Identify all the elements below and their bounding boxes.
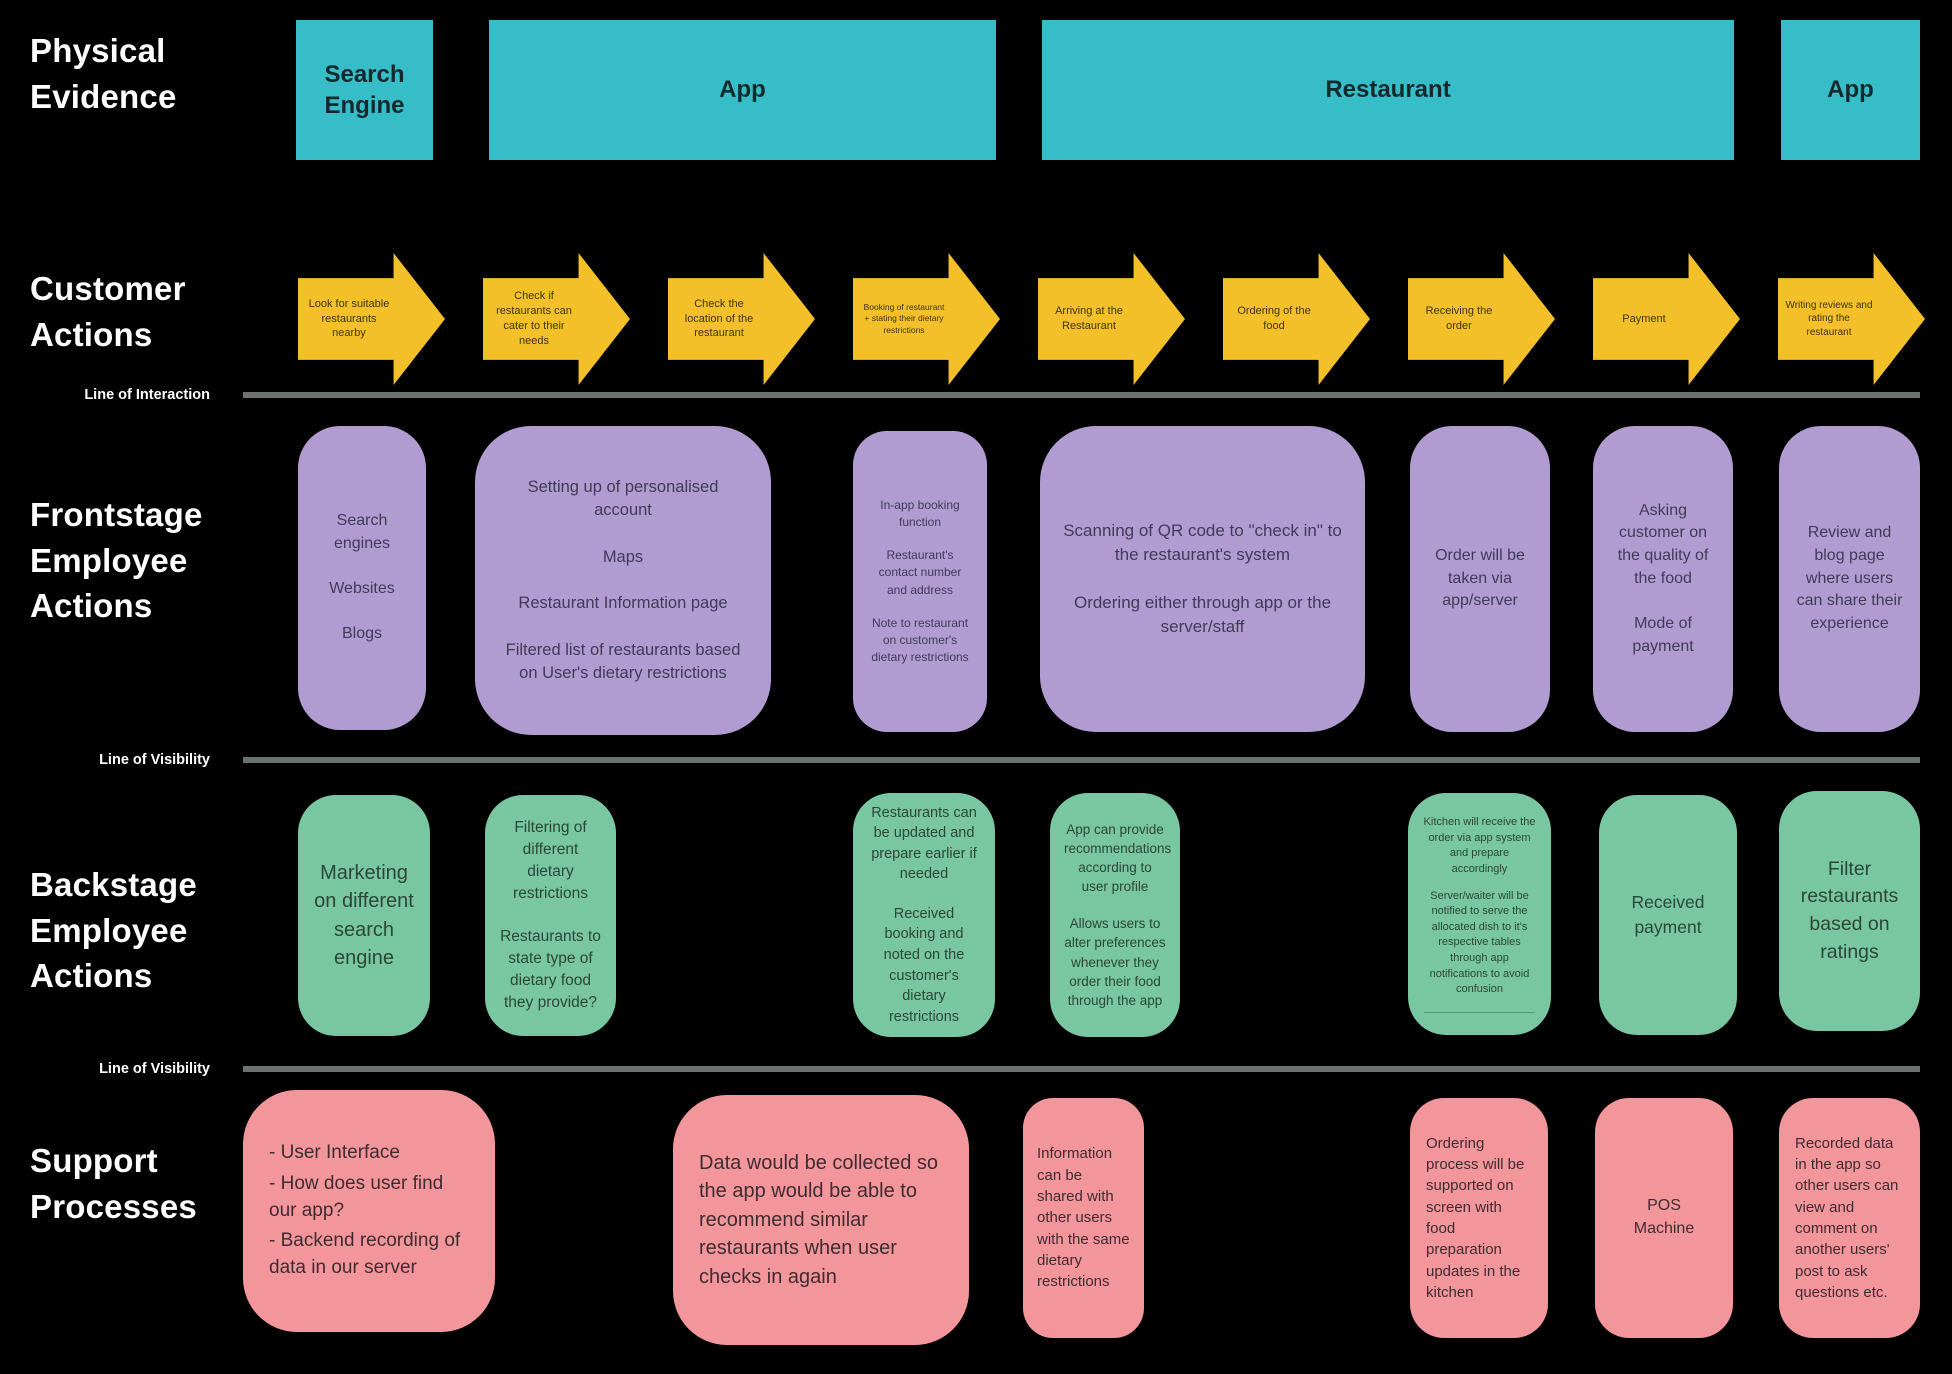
backstage-box-received-payment: Received payment (1599, 795, 1737, 1035)
customer-action-arrow-booking: Booking of restaurant + stating their di… (853, 253, 1000, 385)
box-paragraph: Restaurant Information page (518, 594, 728, 613)
customer-action-arrow-ordering: Ordering of the food (1223, 253, 1370, 385)
box-paragraph: Review and blog page where users can sha… (1796, 524, 1903, 633)
support-box-recorded-data: Recorded data in the app so other users … (1779, 1098, 1920, 1338)
box-paragraph: Filtered list of restaurants based on Us… (505, 640, 741, 682)
backstage-box-restaurants-updated: Restaurants can be updated and prepare e… (853, 793, 995, 1037)
box-paragraph: Filter restaurants based on ratings (1800, 857, 1899, 963)
support-box-ordering-screen: Ordering process will be supported on sc… (1410, 1098, 1548, 1338)
box-paragraph: Scanning of QR code to "check in" to the… (1063, 520, 1342, 564)
box-paragraph: Received payment (1631, 892, 1705, 937)
support-box-data-collected: Data would be collected so the app would… (673, 1095, 969, 1345)
frontstage-box-search-engines: Search engines Websites Blogs (298, 426, 426, 730)
frontstage-box-review-blog: Review and blog page where users can sha… (1779, 426, 1920, 732)
support-box-pos-machine: POS Machine (1595, 1098, 1733, 1338)
line-of-visibility-2 (243, 1066, 1920, 1072)
customer-action-arrow-look-for-restaurants: Look for suitable restaurants nearby (298, 253, 445, 385)
box-paragraph: Restaurants to state type of dietary foo… (500, 927, 601, 1011)
box-paragraph: Restaurants can be updated and prepare e… (871, 804, 977, 883)
support-box-information-shared: Information can be shared with other use… (1023, 1098, 1144, 1338)
box-paragraph: Marketing on different search engine (314, 861, 414, 969)
box-paragraph: Kitchen will receive the order via app s… (1423, 816, 1536, 875)
box-paragraph: Maps (602, 547, 644, 566)
box-paragraph: Data would be collected so the app would… (699, 1152, 939, 1288)
box-paragraph: Recorded data in the app so other users … (1795, 1134, 1899, 1301)
customer-action-arrow-arriving: Arriving at the Restaurant (1038, 253, 1185, 385)
box-paragraph: - Backend recording of data in our serve… (269, 1229, 461, 1278)
backstage-box-kitchen-order: Kitchen will receive the order via app s… (1408, 793, 1551, 1035)
backstage-box-marketing: Marketing on different search engine (298, 795, 430, 1036)
row-label-physical-evidence: Physical Evidence (30, 32, 177, 115)
row-label-support: Support Processes (30, 1142, 197, 1225)
box-paragraph: Received booking and noted on the custom… (883, 905, 965, 1025)
physical-evidence-search-engine: Search Engine (296, 20, 433, 160)
box-paragraph: Server/waiter will be notified to serve … (1429, 889, 1530, 996)
box-paragraph: Order will be taken via app/server (1435, 546, 1525, 610)
line-of-visibility-1-label: Line of Visibility (99, 752, 210, 768)
customer-action-arrow-check-cater-needs: Check if restaurants can cater to their … (483, 253, 630, 385)
customer-action-arrow-receiving: Receiving the order (1408, 253, 1555, 385)
frontstage-box-qr-checkin: Scanning of QR code to "check in" to the… (1040, 426, 1365, 732)
box-paragraph: Restaurant's contact number and address (878, 548, 962, 597)
box-paragraph: Websites (329, 580, 395, 597)
box-paragraph: Ordering either through app or the serve… (1073, 592, 1332, 637)
row-label-backstage: Backstage Employee Actions (30, 866, 197, 995)
customer-action-arrow-reviews: Writing reviews and rating the restauran… (1778, 253, 1925, 385)
line-of-visibility-1 (243, 757, 1920, 763)
backstage-box-filter-ratings: Filter restaurants based on ratings (1779, 791, 1920, 1031)
backstage-box-filtering-dietary: Filtering of different dietary restricti… (485, 795, 616, 1036)
support-box-user-interface: - User Interface - How does user find ou… (243, 1090, 495, 1332)
line-of-interaction (243, 392, 1920, 398)
box-paragraph: - How does user find our app? (269, 1172, 444, 1221)
box-paragraph: Allows users to alter preferences whenev… (1064, 916, 1166, 1008)
row-label-customer-actions: Customer Actions (30, 270, 186, 353)
customer-action-arrow-check-location: Check the location of the restaurant (668, 253, 815, 385)
frontstage-box-asking-quality: Asking customer on the quality of the fo… (1593, 426, 1733, 732)
line-of-visibility-2-label: Line of Visibility (99, 1061, 210, 1077)
physical-evidence-app: App (489, 20, 996, 160)
box-paragraph: Ordering process will be supported on sc… (1426, 1134, 1525, 1301)
box-paragraph: - User Interface (269, 1142, 400, 1164)
box-paragraph: Information can be shared with other use… (1037, 1145, 1130, 1291)
box-paragraph: Mode of payment (1632, 614, 1694, 655)
physical-evidence-app-2: App (1781, 20, 1920, 160)
text-frame-rule (1424, 1011, 1535, 1013)
frontstage-box-order-taken: Order will be taken via app/server (1410, 426, 1550, 732)
line-of-interaction-label: Line of Interaction (84, 387, 210, 403)
backstage-box-app-recommendations: App can provide recommendations accordin… (1050, 793, 1180, 1037)
box-paragraph: Asking customer on the quality of the fo… (1617, 501, 1709, 587)
box-paragraph: Setting up of personalised account (527, 477, 719, 520)
box-paragraph: Blogs (341, 625, 383, 643)
frontstage-box-in-app-booking: In-app booking function Restaurant's con… (853, 431, 987, 732)
row-label-frontstage: Frontstage Employee Actions (30, 496, 203, 625)
box-paragraph: POS Machine (1633, 1197, 1695, 1237)
box-paragraph: App can provide recommendations accordin… (1064, 822, 1172, 895)
box-paragraph: Filtering of different dietary restricti… (513, 819, 588, 903)
physical-evidence-restaurant: Restaurant (1042, 20, 1734, 160)
box-paragraph: Search engines (333, 512, 391, 552)
box-paragraph: Note to restaurant on customer's dietary… (871, 616, 969, 665)
box-paragraph: In-app booking function (880, 497, 960, 529)
frontstage-box-account-setup: Setting up of personalised account Maps … (475, 426, 771, 735)
customer-action-arrow-payment: Payment (1593, 253, 1740, 385)
